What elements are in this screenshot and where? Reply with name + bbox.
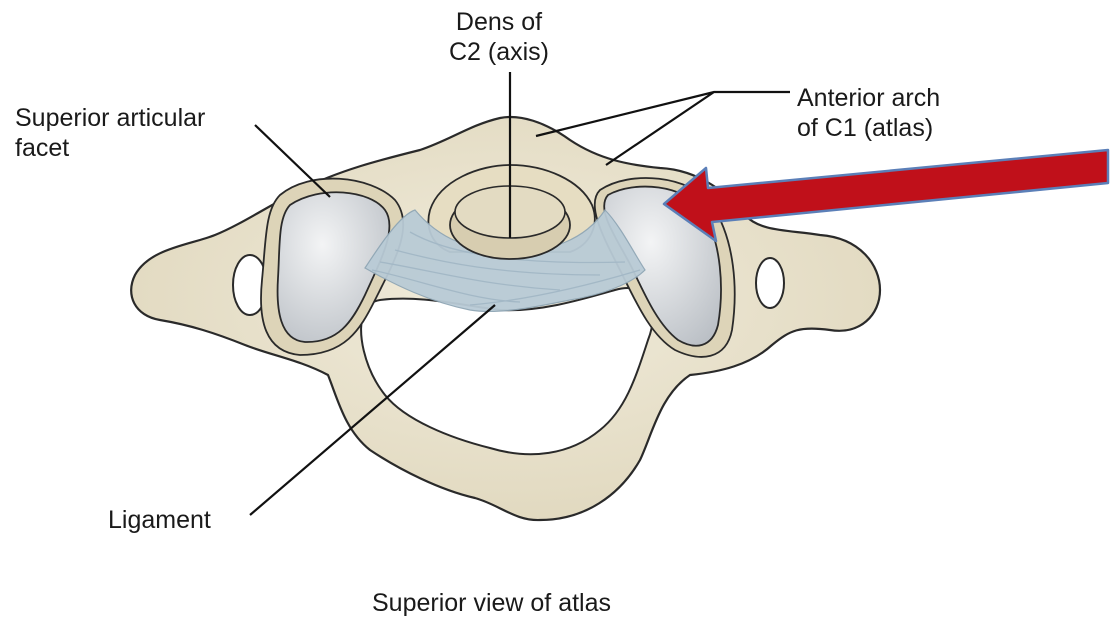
dens-label-line2: C2 (axis) <box>449 37 549 67</box>
facet-label: Superior articular facet <box>15 103 205 163</box>
arch-label-line1: Anterior arch <box>797 83 940 113</box>
right-transverse-foramen <box>756 258 784 308</box>
ligament-label: Ligament <box>108 505 211 535</box>
figure-caption: Superior view of atlas <box>372 588 611 618</box>
arch-label-line2: of C1 (atlas) <box>797 113 940 143</box>
facet-label-line2: facet <box>15 133 205 163</box>
facet-label-line1: Superior articular <box>15 103 205 133</box>
arch-label: Anterior arch of C1 (atlas) <box>797 83 940 143</box>
dens-label-line1: Dens of <box>449 7 549 37</box>
dens-label: Dens of C2 (axis) <box>449 7 549 67</box>
